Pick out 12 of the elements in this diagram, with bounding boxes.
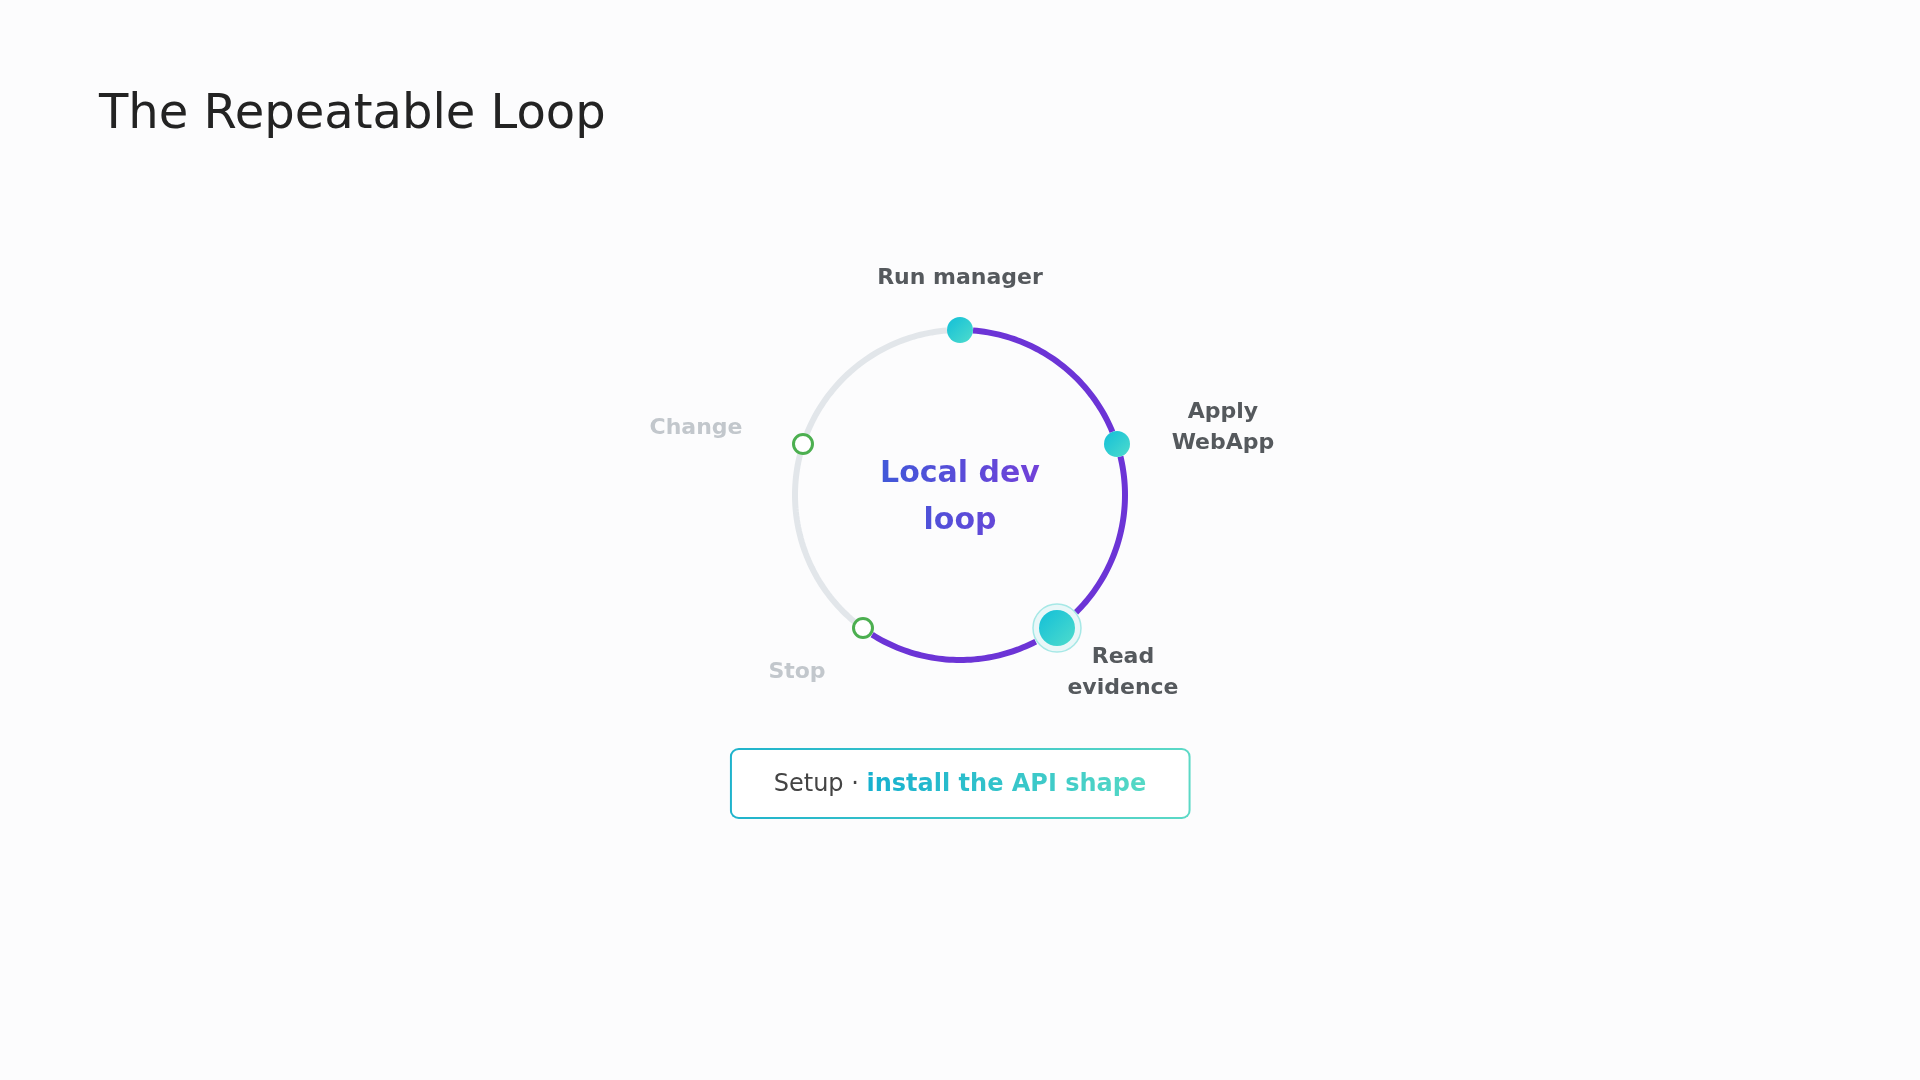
step-label: Stop bbox=[767, 657, 827, 686]
slide-title: The Repeatable Loop bbox=[99, 82, 606, 140]
loop-arc bbox=[870, 632, 1038, 663]
loop-arc bbox=[804, 327, 948, 435]
info-box: Setup · install the API shape bbox=[729, 748, 1191, 819]
step-label: Apply WebApp bbox=[1170, 397, 1276, 456]
step-label: Read evidence bbox=[1066, 642, 1180, 701]
step-label: Run manager bbox=[876, 262, 1044, 291]
loop-arc bbox=[1073, 455, 1128, 615]
loop-arc bbox=[972, 327, 1116, 433]
step-label: Change bbox=[648, 412, 744, 441]
loop-arc bbox=[792, 453, 857, 624]
